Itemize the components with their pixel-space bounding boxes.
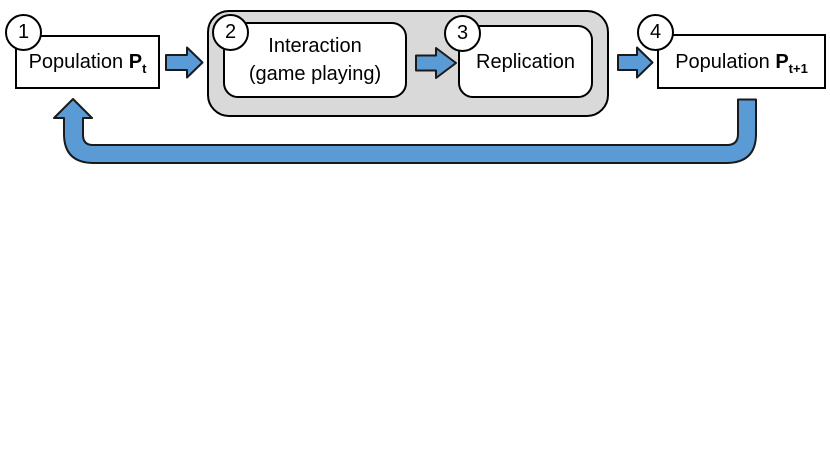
box-replication-label: Replication [476,50,575,73]
symbol-text: P [775,50,789,73]
label-line1: Interaction [268,35,362,57]
arrow-interaction-to-replication [415,47,457,79]
box-interaction-label: Interaction (game playing) [249,34,381,86]
feedback-loop-arrow [53,98,757,164]
arrow-population-to-interaction [165,46,204,79]
step-circle-2: 2 [212,14,249,51]
step-circle-4: 4 [637,14,674,51]
symbol-text: P [128,51,143,73]
label-text: Population [28,51,124,73]
step-number: 4 [649,21,662,43]
step-circle-3: 3 [444,15,481,52]
box-replication: Replication [458,25,593,98]
box-interaction: Interaction (game playing) [223,22,407,98]
step-circle-1: 1 [5,14,42,51]
subscript-text: t+1 [788,60,808,76]
subscript-text: t [142,61,147,76]
arrow-replication-to-population-next [617,46,654,79]
label-text: Population [675,50,770,73]
label-line2: (game playing) [248,63,382,85]
step-number: 2 [224,21,237,43]
step-number: 1 [17,21,30,43]
step-number: 3 [456,22,469,44]
